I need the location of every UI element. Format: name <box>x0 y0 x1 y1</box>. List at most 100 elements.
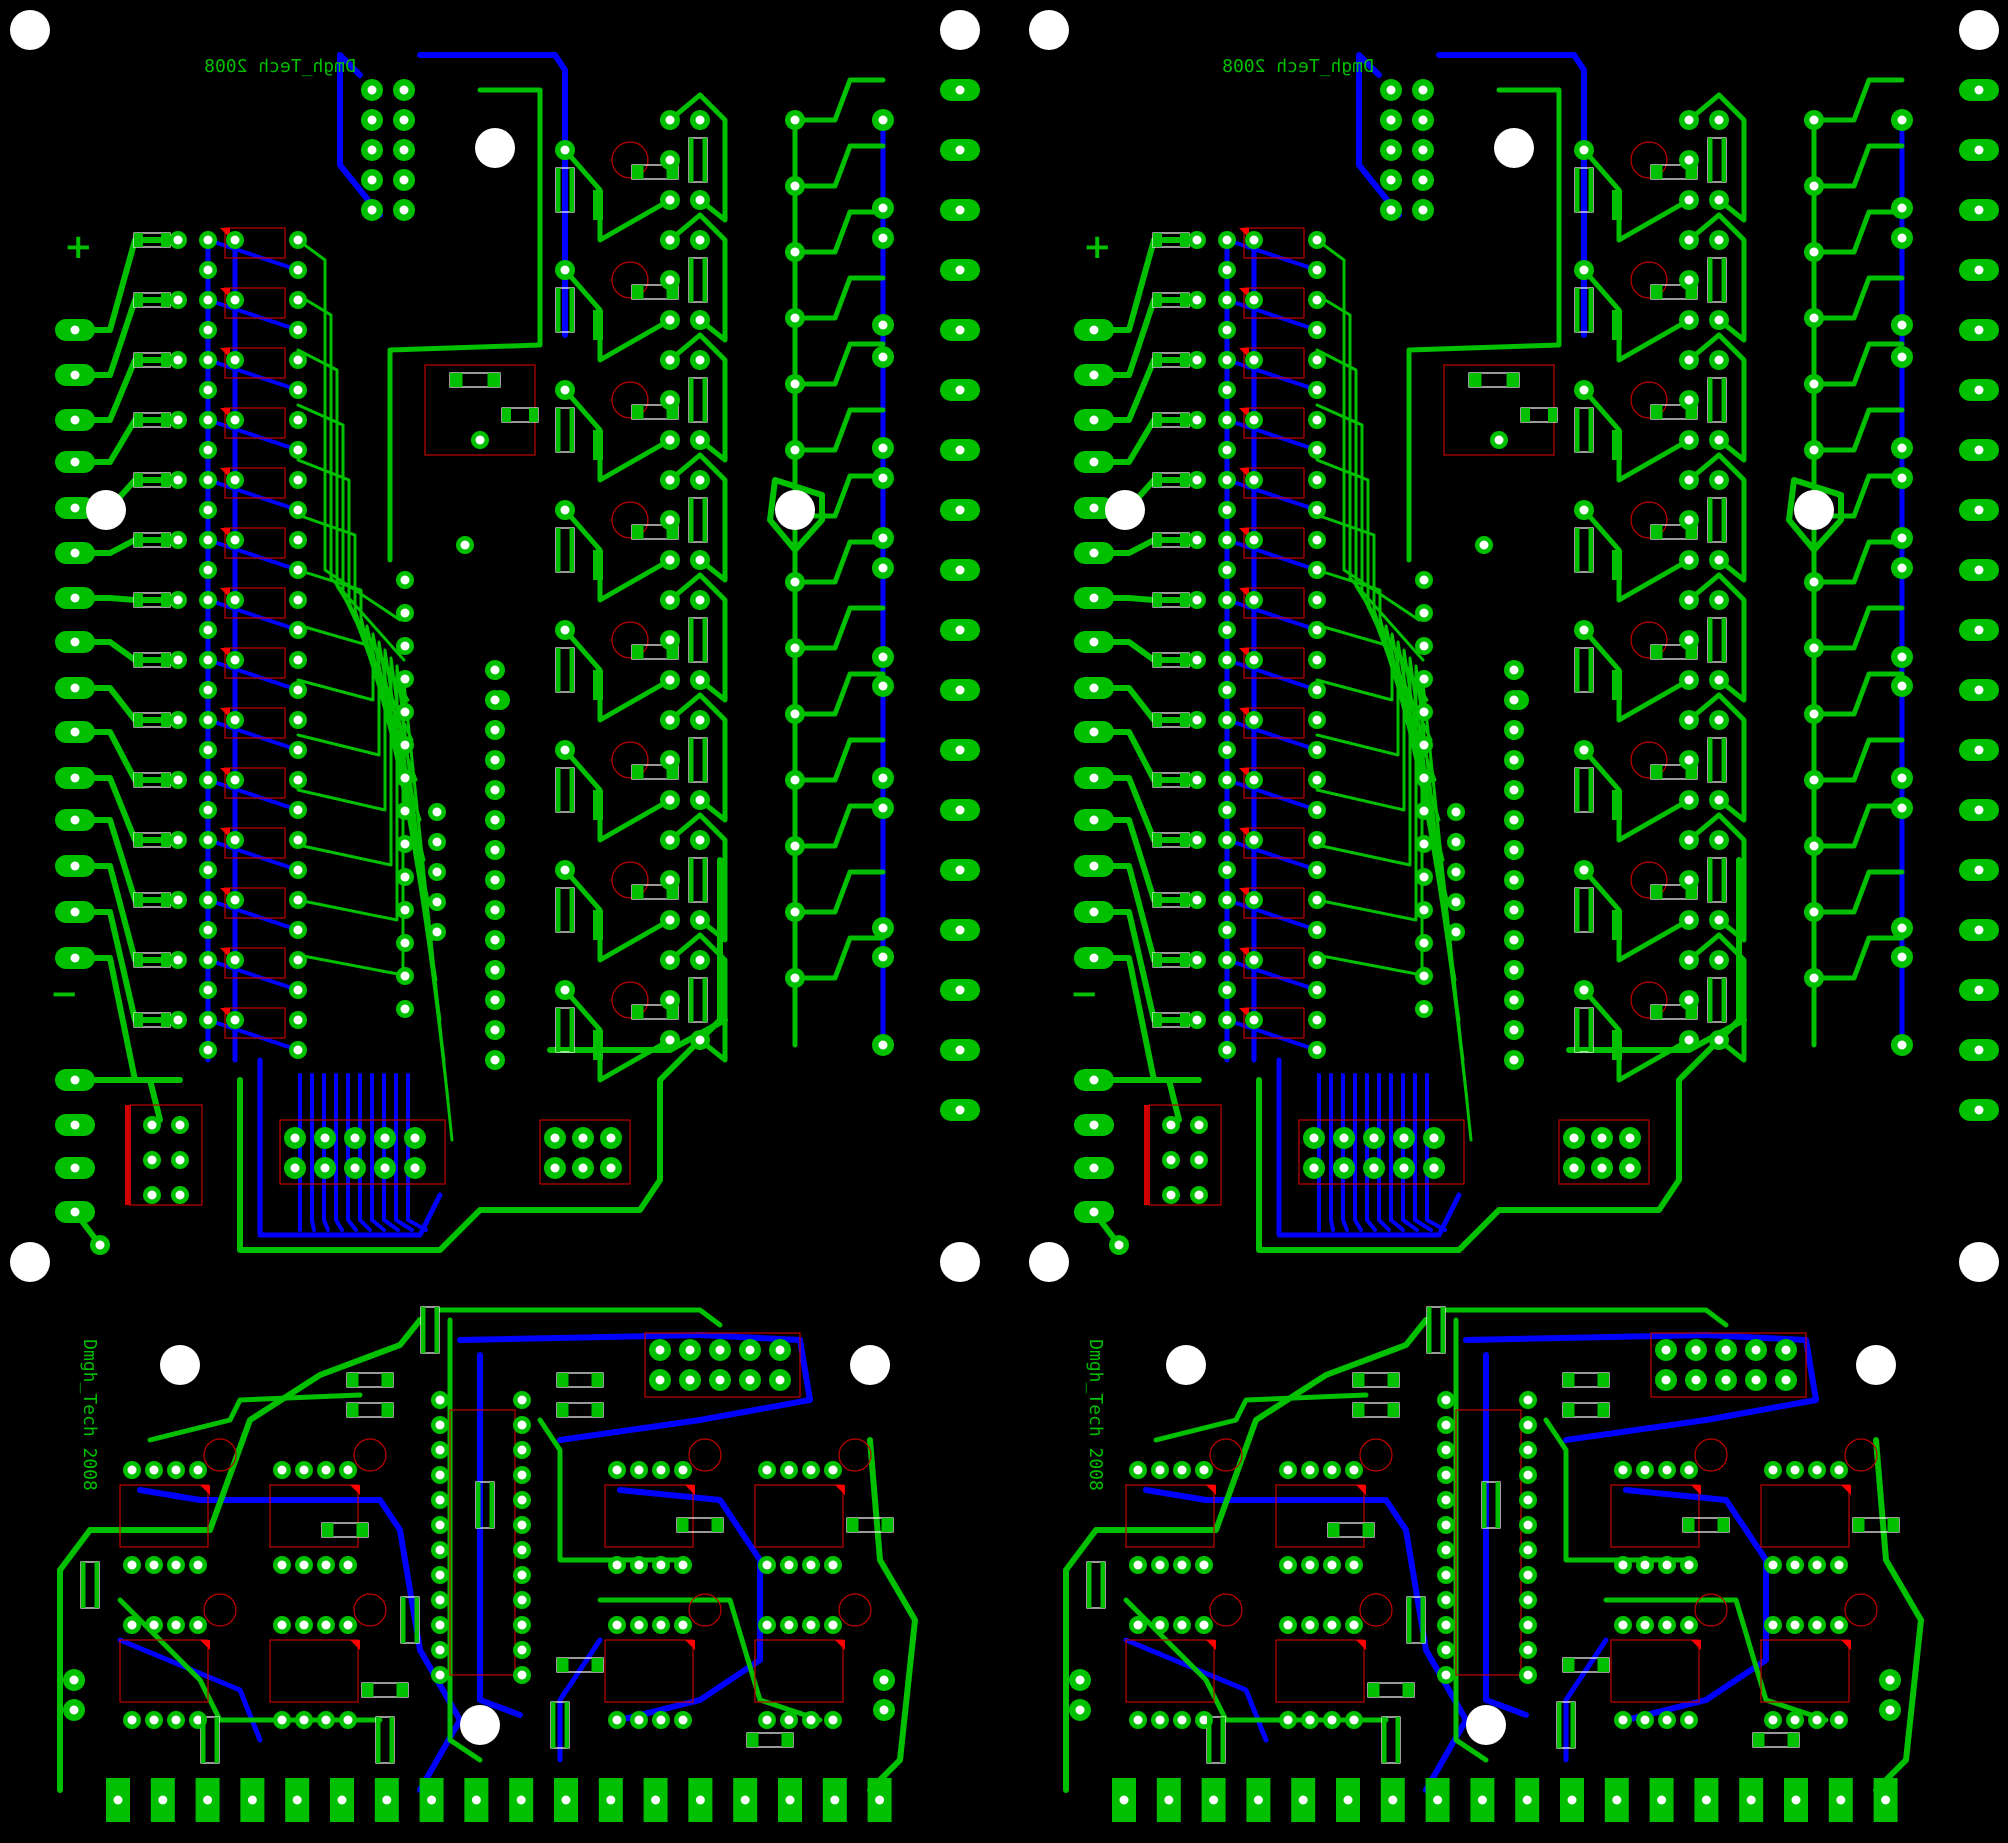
via-icon <box>1523 1620 1533 1630</box>
via-icon <box>1222 445 1232 455</box>
via-icon <box>1812 1715 1822 1725</box>
pad-icon <box>666 645 678 659</box>
pad-icon <box>593 910 603 940</box>
via-icon <box>292 1795 302 1805</box>
via-icon <box>1199 1715 1209 1725</box>
via-icon <box>490 995 500 1005</box>
via-icon <box>1089 503 1099 513</box>
via-icon <box>634 1715 644 1725</box>
via-icon <box>127 1560 137 1570</box>
via-icon <box>1298 1795 1308 1805</box>
via-icon <box>955 265 965 275</box>
via-icon <box>560 385 570 395</box>
minus-marker-left: − <box>50 974 79 1014</box>
via-icon <box>878 652 888 662</box>
via-icon <box>1897 681 1907 691</box>
via-icon <box>410 1163 420 1173</box>
pad-icon <box>1100 1562 1105 1608</box>
via-icon <box>1249 715 1259 725</box>
via-icon <box>147 1120 157 1130</box>
via-icon <box>1834 1715 1844 1725</box>
via-icon <box>277 1465 287 1475</box>
pad-icon <box>81 1562 86 1608</box>
via-icon <box>1283 1620 1293 1630</box>
via-icon <box>665 1035 675 1045</box>
pad-icon <box>1328 1523 1340 1537</box>
pad-icon <box>666 285 678 299</box>
pad-icon <box>134 713 143 727</box>
via-icon <box>70 457 80 467</box>
via-icon <box>1974 385 1984 395</box>
trace <box>72 1077 163 1123</box>
via-icon <box>665 915 675 925</box>
ic-footprint-icon <box>279 1119 446 1185</box>
ic-footprint-icon <box>1760 1484 1850 1548</box>
component-outline <box>1209 1593 1243 1627</box>
via-icon <box>1974 205 1984 215</box>
trace <box>1811 77 1905 123</box>
via-icon <box>678 1560 688 1570</box>
pad-icon <box>1708 378 1713 422</box>
via-icon <box>1579 625 1589 635</box>
pad-icon <box>632 645 644 659</box>
trace <box>1225 838 1319 872</box>
via-icon <box>1312 655 1322 665</box>
via-icon <box>127 1620 137 1630</box>
trace <box>1686 92 1747 223</box>
via-icon <box>1974 985 1984 995</box>
via-icon <box>1089 1207 1099 1217</box>
via-icon <box>173 235 183 245</box>
via-icon <box>127 1715 137 1725</box>
via-icon <box>784 1560 794 1570</box>
via-icon <box>775 1375 785 1385</box>
via-icon <box>665 955 675 965</box>
pad-icon <box>1575 1008 1580 1052</box>
via-icon <box>1684 595 1694 605</box>
via-icon <box>203 805 213 815</box>
via-icon <box>490 725 500 735</box>
trace <box>1356 52 1402 218</box>
via-icon <box>1312 505 1322 515</box>
component-outline <box>203 1593 237 1627</box>
via-icon <box>790 775 800 785</box>
via-icon <box>203 1045 213 1055</box>
via-icon <box>1222 715 1232 725</box>
via-icon <box>193 1560 203 1570</box>
via-icon <box>1579 985 1589 995</box>
via-icon <box>1222 505 1232 515</box>
via-icon <box>293 715 303 725</box>
pad-icon <box>569 528 574 572</box>
via-icon <box>400 905 410 915</box>
via-icon <box>400 806 410 816</box>
via-icon <box>785 1795 795 1805</box>
via-icon <box>1166 1190 1176 1200</box>
ic-footprint-icon <box>1610 1484 1700 1548</box>
via-icon <box>560 745 570 755</box>
pad-icon <box>1180 533 1189 547</box>
via-icon <box>1597 1133 1607 1143</box>
trace <box>1686 692 1747 823</box>
pad-icon <box>161 473 170 487</box>
via-icon <box>678 1465 688 1475</box>
via-icon <box>1133 1715 1143 1725</box>
pad-icon <box>1853 1518 1865 1532</box>
pad-icon <box>1153 893 1162 907</box>
via-icon <box>1509 785 1519 795</box>
via-icon <box>955 1045 965 1055</box>
pin1-marker <box>835 1485 845 1495</box>
via-icon <box>695 355 705 365</box>
via-icon <box>1419 773 1429 783</box>
pad-icon <box>1721 738 1726 782</box>
pad-icon <box>593 310 603 340</box>
via-icon <box>70 953 80 963</box>
trace <box>792 209 886 255</box>
via-icon <box>203 445 213 455</box>
mount-hole-icon <box>1105 490 1145 530</box>
pad-icon <box>161 773 170 787</box>
pad-icon <box>381 1373 393 1387</box>
via-icon <box>1305 1560 1315 1570</box>
via-icon <box>1349 1715 1359 1725</box>
via-icon <box>1222 835 1232 845</box>
via-icon <box>955 685 965 695</box>
via-icon <box>1451 837 1461 847</box>
